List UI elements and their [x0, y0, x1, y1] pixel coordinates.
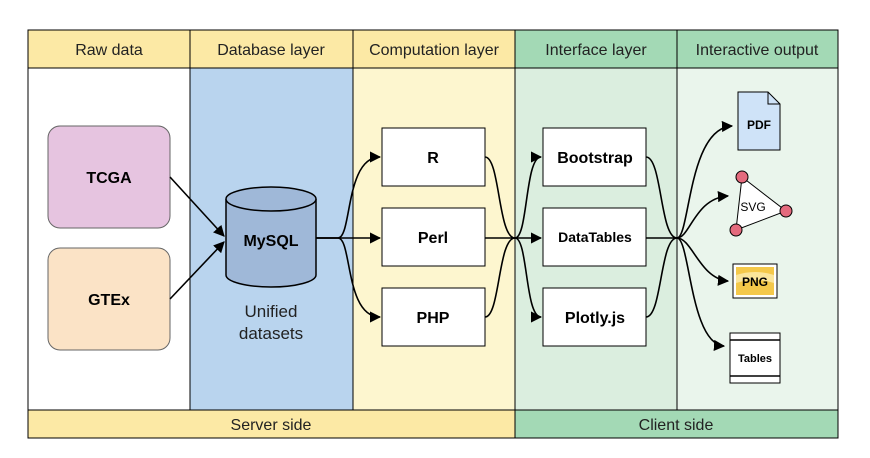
plotly-box: [542, 287, 647, 347]
unified-datasets-line2: datasets: [239, 324, 303, 343]
header-interactive-output-label: Interactive output: [696, 42, 819, 59]
datatables-box: [542, 207, 647, 267]
header-computation-layer: [353, 30, 515, 68]
mysql-cylinder: [225, 186, 317, 288]
footer-server-side: [28, 410, 515, 438]
header-database-layer-label: Database layer: [217, 42, 325, 59]
php-label: PHP: [417, 310, 450, 327]
perl-label: Perl: [418, 230, 448, 247]
bootstrap-box: [542, 127, 647, 187]
raw-data-column: [28, 68, 190, 410]
link-bootstrap-hub: [645, 156, 678, 239]
png-image-icon: [732, 263, 778, 299]
footer-client-label: Client side: [639, 417, 714, 434]
bootstrap-label: Bootstrap: [557, 150, 633, 167]
r-box: [381, 127, 486, 187]
arrow-mysql-php: [316, 237, 382, 323]
header-computation-layer-label: Computation layer: [369, 42, 500, 59]
datatables-label: DataTables: [558, 229, 632, 245]
header-raw-data-label: Raw data: [75, 42, 143, 59]
pdf-icon: [737, 91, 781, 151]
plotly-label: Plotly.js: [565, 310, 625, 327]
link-plotly-hub: [645, 237, 678, 318]
tables-label: Tables: [738, 353, 772, 365]
footer-server-label: Server side: [231, 417, 312, 434]
mysql-label: MySQL: [243, 233, 298, 250]
arrow-hub-tables: [676, 237, 726, 351]
tables-icon: [729, 332, 781, 384]
arrow-hub-plotly: [514, 237, 543, 323]
arrow-gtex-mysql: [169, 241, 225, 300]
header-database-layer: [190, 30, 353, 68]
header-interface-layer: [515, 30, 677, 68]
arrow-hub-png: [676, 237, 730, 286]
png-label: PNG: [742, 275, 768, 289]
header-interface-layer-label: Interface layer: [545, 42, 647, 59]
gtex-label: GTEx: [88, 292, 130, 309]
footer-client-side: [515, 410, 838, 438]
header-raw-data: [28, 30, 190, 68]
arrow-hub-bootstrap: [514, 151, 543, 239]
arrow-tcga-mysql: [169, 176, 225, 237]
arrow-hub-svg: [676, 191, 730, 239]
link-r-hub: [484, 156, 516, 239]
unified-datasets-line1: Unified: [245, 302, 298, 321]
r-label: R: [427, 150, 439, 167]
header-interactive-output: [677, 30, 838, 68]
tcga-label: TCGA: [86, 170, 132, 187]
svg-label: SVG: [740, 200, 765, 214]
perl-box: [381, 207, 486, 267]
arrow-hub-pdf: [676, 120, 734, 239]
svg-triangle-icon: [729, 170, 793, 237]
link-php-hub: [484, 237, 516, 318]
pdf-label: PDF: [747, 118, 771, 132]
connectors: [169, 120, 734, 351]
grid-lines: [27, 29, 839, 439]
